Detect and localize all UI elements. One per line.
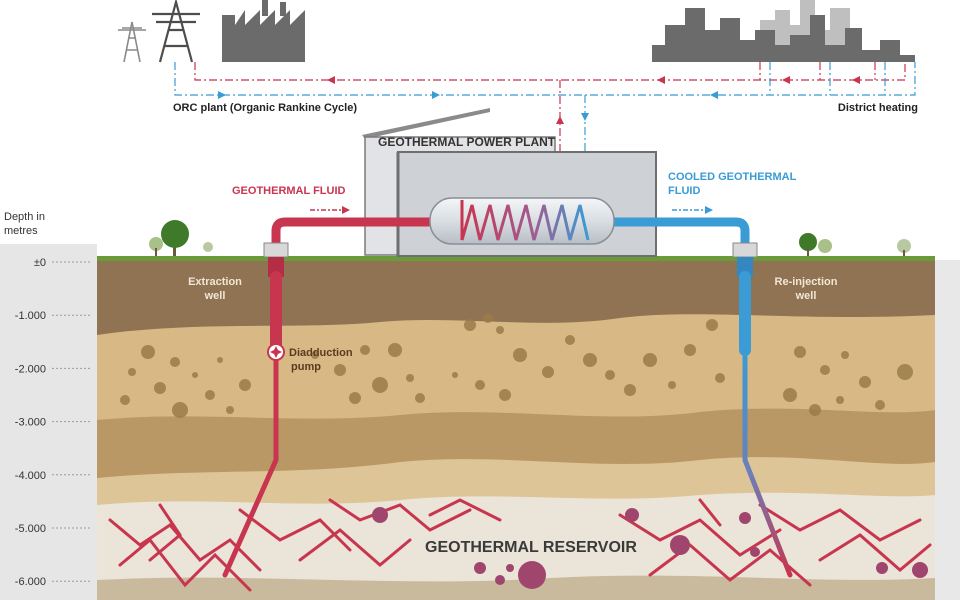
reinjection-well-label-line2: well xyxy=(795,290,817,302)
cooled-fluid-label-line2: FLUID xyxy=(668,185,700,197)
depth-tick-label: -5.000 xyxy=(15,523,46,535)
pump-icon xyxy=(267,343,285,361)
grass-line xyxy=(97,256,935,261)
geothermal-fluid-label: GEOTHERMAL FLUID xyxy=(232,185,346,197)
factory-icon xyxy=(222,0,305,62)
extraction-well-label-line1: Extraction xyxy=(188,276,242,288)
hot-branch-lines xyxy=(759,62,876,80)
extraction-wellhead xyxy=(263,242,289,277)
reinjection-well-shaft xyxy=(739,271,793,578)
depth-title-line2: metres xyxy=(4,225,38,237)
hot-pipe xyxy=(271,217,438,250)
reinjection-wellhead xyxy=(732,242,758,277)
depth-title-line1: Depth in xyxy=(4,211,45,223)
plant-roof-back xyxy=(362,108,490,139)
cold-pipe xyxy=(607,217,750,250)
cold-fluid-arrowhead xyxy=(705,206,713,214)
pump-label-line1: Diadduction xyxy=(289,347,353,359)
orc-plant-label: ORC plant (Organic Rankine Cycle) xyxy=(173,102,357,114)
pump-label-line2: pump xyxy=(291,361,321,373)
depth-tick-label: -1.000 xyxy=(15,310,46,322)
trees-right xyxy=(799,233,911,256)
power-pylons-icon xyxy=(118,0,200,63)
city-skyline-icon xyxy=(652,0,915,62)
right-edge-panel xyxy=(935,260,960,600)
flow-arrows xyxy=(218,76,860,124)
reservoir-bubbles xyxy=(372,507,928,589)
extraction-well-shaft xyxy=(222,271,282,578)
exchanger-coil xyxy=(460,200,590,241)
underground-strata xyxy=(97,260,935,600)
reservoir-layer xyxy=(97,492,935,600)
bottom-band xyxy=(97,575,935,600)
hot-distribution-line xyxy=(194,62,906,81)
depth-tick-label: -3.000 xyxy=(15,417,46,429)
extraction-well-label-line2: well xyxy=(204,290,226,302)
cooled-fluid-label-line1: COOLED GEOTHERMAL xyxy=(668,171,797,183)
trees-left xyxy=(149,220,213,256)
depth-tick-label: -6.000 xyxy=(15,576,46,588)
pipes xyxy=(271,217,750,250)
district-heating-label: District heating xyxy=(838,102,918,114)
heat-exchanger xyxy=(429,197,615,245)
pebbles xyxy=(120,313,913,418)
reservoir-label: GEOTHERMAL RESERVOIR xyxy=(425,539,637,556)
power-plant-label: GEOTHERMAL POWER PLANT xyxy=(378,135,556,149)
depth-tick-label: -4.000 xyxy=(15,470,46,482)
cold-distribution-line xyxy=(174,62,916,96)
reinjection-well-label-line1: Re-injection xyxy=(775,276,838,288)
depth-tick-label: -2.000 xyxy=(15,363,46,375)
depth-scale: Depth in metres ±0 -1.000 -2.000 -3.000 -4.0… xyxy=(0,211,97,600)
depth-tick-label: ±0 xyxy=(34,257,46,269)
hot-fluid-arrowhead xyxy=(342,206,350,214)
cold-branch-lines xyxy=(769,62,886,95)
